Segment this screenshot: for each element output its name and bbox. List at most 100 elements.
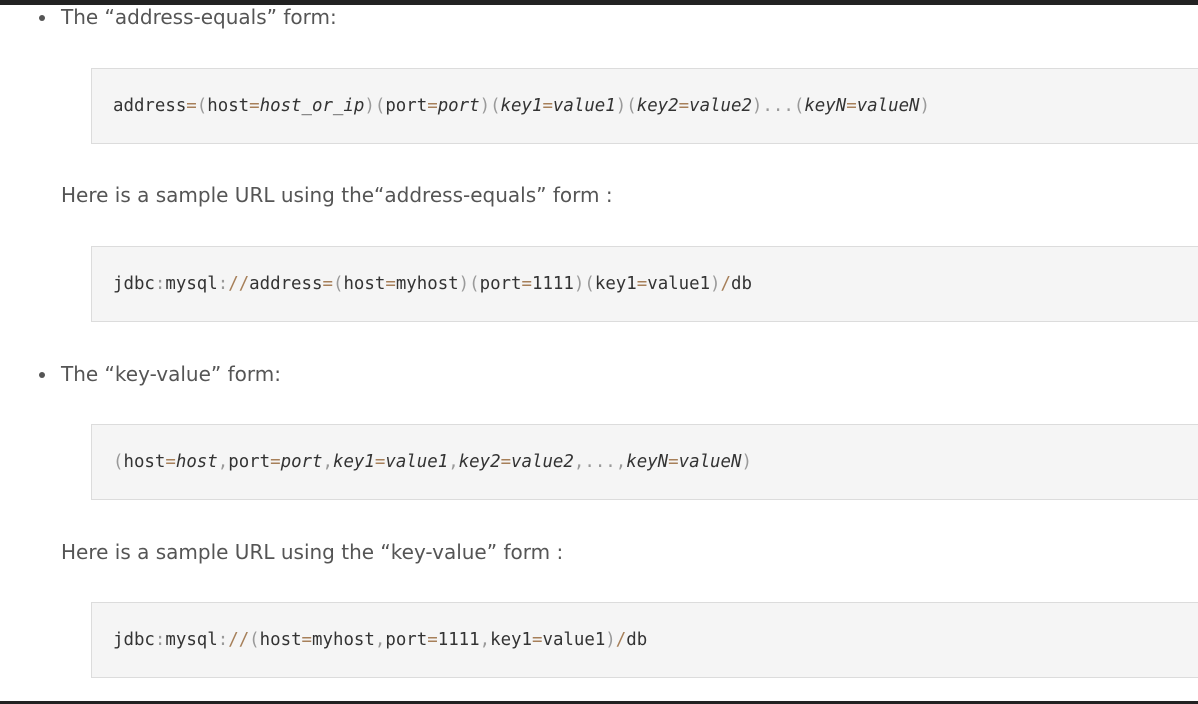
code-token: , bbox=[374, 630, 386, 650]
code-token: , bbox=[479, 630, 491, 650]
code-token: key1 bbox=[500, 96, 543, 116]
code-block-address-equals-syntax: address=(host=host_or_ip)(port=port)(key… bbox=[91, 68, 1198, 144]
code-token: myhost bbox=[312, 630, 375, 650]
code-token: key2 bbox=[636, 96, 679, 116]
code-token: = bbox=[427, 630, 438, 650]
code-token: ) bbox=[615, 96, 627, 116]
code-token: / bbox=[720, 274, 732, 294]
code-token: = bbox=[521, 274, 532, 294]
code-token: = bbox=[531, 630, 543, 650]
code-token: ( bbox=[626, 96, 637, 116]
code-token: 1111 bbox=[437, 630, 480, 650]
code-token: key1 bbox=[594, 274, 637, 294]
code-token: key2 bbox=[458, 452, 501, 472]
code-line: jdbc:mysql://(host=myhost,port=1111,key1… bbox=[113, 628, 647, 652]
code-token: value1 bbox=[552, 96, 616, 116]
code-token: value2 bbox=[689, 96, 752, 116]
code-token: , bbox=[615, 452, 627, 472]
code-token: ) bbox=[710, 274, 721, 294]
code-token: = bbox=[301, 630, 313, 650]
code-token: value1 bbox=[647, 274, 711, 294]
code-token: ( bbox=[196, 96, 208, 116]
code-token: / bbox=[615, 630, 627, 650]
code-token: = bbox=[165, 452, 176, 472]
code-token: ) bbox=[605, 630, 616, 650]
sample-url-intro: Here is a sample URL using the “key-valu… bbox=[61, 540, 564, 564]
code-token: host_or_ip bbox=[259, 96, 365, 116]
code-token: port bbox=[437, 96, 480, 116]
code-token: mysql bbox=[165, 630, 218, 650]
code-token: valueN bbox=[678, 452, 742, 472]
code-token: = bbox=[636, 274, 648, 294]
code-token: ( bbox=[374, 96, 386, 116]
code-token: ( bbox=[584, 274, 595, 294]
bullet-dot-icon bbox=[39, 15, 45, 21]
bullet-text: The “address-equals” form: bbox=[61, 5, 337, 29]
code-token: : bbox=[154, 274, 166, 294]
code-token: = bbox=[186, 96, 197, 116]
code-token: , bbox=[448, 452, 459, 472]
code-token: host bbox=[259, 630, 302, 650]
code-token: port bbox=[385, 630, 428, 650]
code-token: db bbox=[731, 274, 752, 294]
code-token: // bbox=[228, 630, 250, 650]
code-token: jdbc bbox=[113, 274, 155, 294]
code-token: = bbox=[668, 452, 679, 472]
code-token: ( bbox=[249, 630, 260, 650]
code-block-key-value-sample: jdbc:mysql://(host=myhost,port=1111,key1… bbox=[91, 602, 1198, 678]
code-token: = bbox=[249, 96, 260, 116]
code-token: = bbox=[374, 452, 386, 472]
code-token: myhost bbox=[395, 274, 459, 294]
code-line: jdbc:mysql://address=(host=myhost)(port=… bbox=[113, 272, 752, 296]
code-token: port bbox=[280, 452, 323, 472]
code-block-address-equals-sample: jdbc:mysql://address=(host=myhost)(port=… bbox=[91, 246, 1198, 322]
code-token: ) bbox=[573, 274, 585, 294]
code-token: = bbox=[500, 452, 512, 472]
code-token: db bbox=[626, 630, 648, 650]
code-token: // bbox=[228, 274, 250, 294]
top-frame-bar bbox=[0, 0, 1198, 5]
code-token: valueN bbox=[856, 96, 920, 116]
code-token: = bbox=[322, 274, 333, 294]
code-token: host bbox=[175, 452, 218, 472]
code-token: ) bbox=[741, 452, 752, 472]
code-token: : bbox=[217, 274, 229, 294]
code-token: value2 bbox=[511, 452, 574, 472]
code-token: ) bbox=[364, 96, 375, 116]
code-token: value1 bbox=[542, 630, 606, 650]
code-token: , bbox=[573, 452, 585, 472]
code-token: : bbox=[154, 630, 166, 650]
code-token: = bbox=[270, 452, 281, 472]
code-token: : bbox=[217, 630, 229, 650]
code-token: 1111 bbox=[531, 274, 574, 294]
code-token: , bbox=[217, 452, 229, 472]
code-token: address bbox=[113, 96, 187, 116]
code-token: address bbox=[249, 274, 323, 294]
code-token: port bbox=[385, 96, 428, 116]
code-token: ( bbox=[332, 274, 344, 294]
code-line: address=(host=host_or_ip)(port=port)(key… bbox=[113, 94, 930, 118]
code-token: ) bbox=[458, 274, 470, 294]
code-token: jdbc bbox=[113, 630, 155, 650]
code-token: port bbox=[228, 452, 271, 472]
bottom-frame-bar bbox=[0, 701, 1198, 704]
code-token: ( bbox=[490, 96, 501, 116]
bullet-dot-icon bbox=[39, 372, 45, 378]
code-token: = bbox=[542, 96, 553, 116]
code-token: key1 bbox=[490, 630, 532, 650]
code-token: host bbox=[123, 452, 166, 472]
code-token: port bbox=[479, 274, 522, 294]
code-token: keyN bbox=[804, 96, 847, 116]
code-token: keyN bbox=[626, 452, 669, 472]
code-token: , bbox=[322, 452, 333, 472]
code-token: value1 bbox=[385, 452, 449, 472]
code-token: host bbox=[207, 96, 250, 116]
code-token: ... bbox=[584, 452, 616, 472]
code-token: = bbox=[846, 96, 857, 116]
code-token: ( bbox=[113, 452, 124, 472]
code-token: ) bbox=[751, 96, 763, 116]
code-token: ... bbox=[762, 96, 794, 116]
code-block-key-value-syntax: (host=host,port=port,key1=value1,key2=va… bbox=[91, 424, 1198, 500]
code-token: host bbox=[343, 274, 386, 294]
code-token: = bbox=[385, 274, 396, 294]
